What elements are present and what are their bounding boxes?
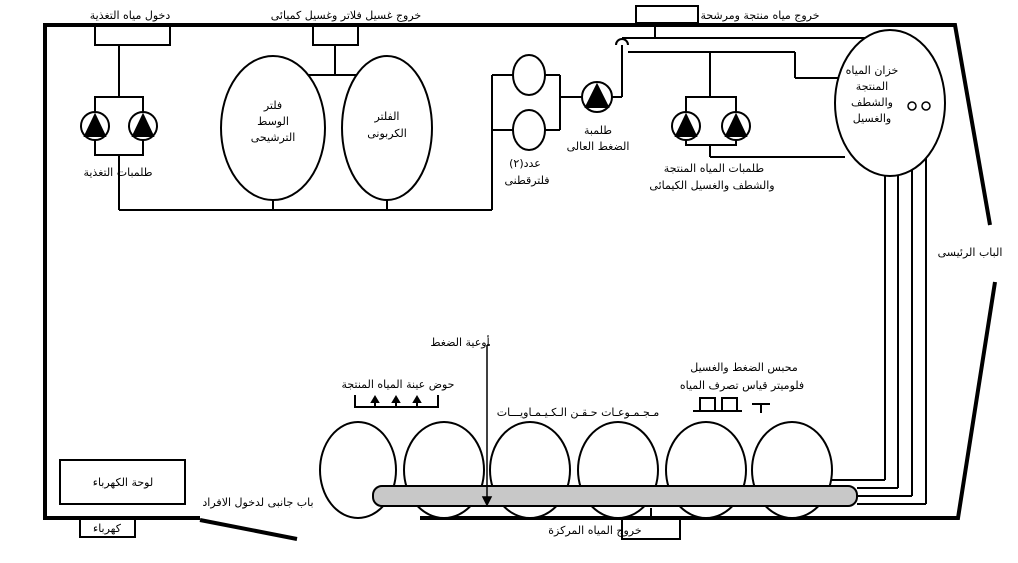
cartridge-label-1: عدد(٢) xyxy=(509,157,541,170)
piping xyxy=(94,23,927,519)
electric-panel-label: لوحة الكهرباء xyxy=(93,476,153,489)
cartridge-filter-2 xyxy=(512,109,546,151)
pumps xyxy=(80,81,751,141)
media-filter-label-2: الوسط xyxy=(257,115,289,128)
tank-outlets xyxy=(907,101,931,111)
flowmeters xyxy=(693,397,770,413)
sample-basin xyxy=(354,395,439,408)
sensors-label-2: فلوميتر قياس تصرف المياه xyxy=(680,379,804,392)
wash-out-box xyxy=(312,25,359,46)
media-filter-label-3: الترشيحى xyxy=(251,131,296,144)
concentrate-out-label: خروج المياه المركزة xyxy=(548,524,641,537)
tank-label-1: خزان المياه xyxy=(846,64,899,77)
hp-pump-label-1: طلمبة xyxy=(584,124,612,137)
cartridge-label-2: فلترقطنى xyxy=(504,174,549,187)
carbon-filter-label-2: الكربونى xyxy=(367,127,407,140)
chemical-injection-label: مـجـمـوعـات حـقـن الـكـيـمـاويـــات xyxy=(497,406,660,419)
product-out-box xyxy=(635,5,699,24)
carbon-filter-label-1: الفلتر xyxy=(373,110,399,123)
product-pumps-label-1: طلمبات المياه المنتجة xyxy=(664,162,765,175)
main-door-label: الباب الرئيسى xyxy=(938,246,1003,259)
carbon-filter xyxy=(341,55,433,201)
pressure-vessel-pointer xyxy=(481,344,493,507)
electric-panel xyxy=(59,459,186,505)
tank-label-2: المنتجة xyxy=(856,80,888,93)
filter-vessels xyxy=(220,29,946,201)
product-tank xyxy=(834,29,946,177)
media-filter-label-1: فلتر xyxy=(263,99,282,112)
feed-pump-1-icon xyxy=(80,111,110,141)
electricity-label: كهرباء xyxy=(93,522,122,535)
electricity-box xyxy=(79,518,136,538)
top-ports xyxy=(79,5,699,540)
pressure-vessels-label: أوعية الضغط xyxy=(430,335,489,349)
tank-label-3: والشطف xyxy=(851,96,893,109)
cartridge-filter-1 xyxy=(512,54,546,96)
labels: دخول مياه التغذية خروج غسيل فلاتر وغسيل … xyxy=(83,9,1002,537)
product-pumps-label-2: والشطف والغسيل الكيمائى xyxy=(649,179,774,192)
media-filter xyxy=(220,55,326,201)
sample-basin-label: حوض عينة المياه المنتجة xyxy=(342,378,455,391)
side-door-leaf xyxy=(199,518,298,541)
hp-pump-label-2: الضغط العالى xyxy=(567,140,630,153)
wash-out-label: خروج غسيل فلاتر وغسيل كميائى xyxy=(271,9,421,22)
feed-in-label: دخول مياه التغذية xyxy=(90,9,171,22)
product-pump-2-icon xyxy=(721,111,751,141)
tank-label-4: والغسيل xyxy=(853,112,892,125)
feed-pumps-label: طلمبات التغذية xyxy=(83,166,152,179)
side-door-label: باب جانبى لدخول الافراد xyxy=(202,496,313,509)
product-out-label: خروج مياه منتجة ومرشحة xyxy=(700,9,819,22)
feed-in-box xyxy=(94,25,171,46)
concentrate-header xyxy=(372,485,858,507)
product-pump-1-icon xyxy=(671,111,701,141)
hp-pump-icon xyxy=(581,81,613,113)
sensors-label-1: محبس الضغط والغسيل xyxy=(690,361,798,374)
feed-pump-2-icon xyxy=(128,111,158,141)
